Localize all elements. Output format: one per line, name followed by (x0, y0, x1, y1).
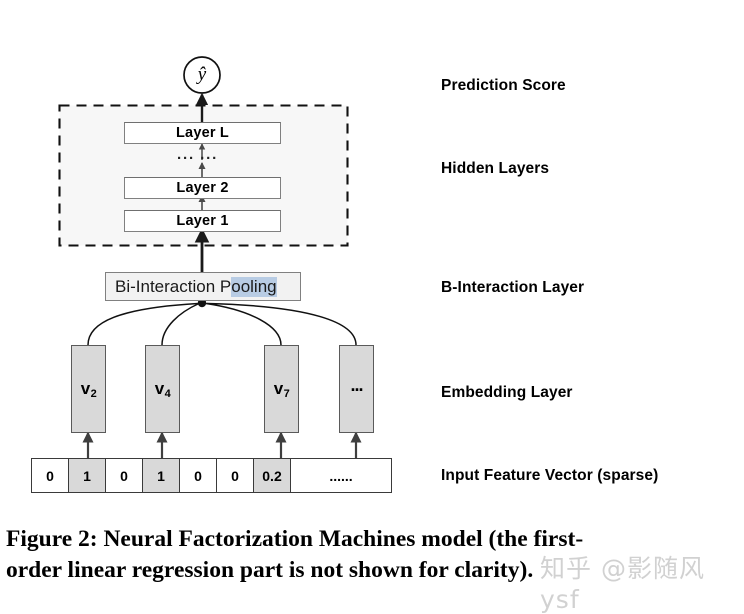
hidden-layer-2-box[interactable]: Layer 2 (124, 177, 281, 199)
embedding-box-v7[interactable]: v7 (264, 345, 299, 433)
curve-embedding-1-to-pooling (87, 302, 199, 346)
input-cell-3[interactable]: 0 (105, 458, 142, 493)
input-cell-2[interactable]: 1 (68, 458, 105, 493)
pooling-label-highlighted: ooling (231, 276, 277, 297)
label-embedding-layer: Embedding Layer (441, 384, 573, 401)
diagram-canvas (58, 56, 362, 458)
hidden-layers-ellipsis: ··· ··· (177, 150, 219, 167)
label-input-feature-vector: Input Feature Vector (sparse) (441, 467, 659, 484)
embedding-label-v4: v4 (154, 379, 171, 400)
input-cell-ellipsis[interactable]: ...... (290, 458, 392, 493)
input-cell-4[interactable]: 1 (142, 458, 179, 493)
embedding-label-v2: v2 (80, 379, 97, 400)
input-cell-5[interactable]: 0 (179, 458, 216, 493)
input-cell-1[interactable]: 0 (31, 458, 68, 493)
curve-embedding-3-to-pooling (205, 302, 282, 346)
label-hidden-layers: Hidden Layers (441, 160, 550, 177)
input-cell-6[interactable]: 0 (216, 458, 253, 493)
caption-line-2: order linear regression part is not show… (6, 557, 534, 584)
curve-embedding-4-to-pooling (206, 302, 357, 346)
embedding-label-ellipsis: ... (350, 375, 363, 396)
input-feature-vector-row: 0 1 0 1 0 0 0.2 ...... (31, 458, 392, 493)
embedding-label-v7: v7 (273, 379, 290, 400)
label-prediction-score: Prediction Score (441, 77, 566, 94)
embedding-box-ellipsis[interactable]: ... (339, 345, 374, 433)
hidden-layer-L-box[interactable]: Layer L (124, 122, 281, 144)
pooling-label-plain: Bi-Interaction P (115, 276, 232, 296)
figure-caption: Figure 2: Neural Factorization Machines … (6, 524, 738, 587)
caption-line-1: Figure 2: Neural Factorization Machines … (6, 526, 584, 552)
hidden-layer-1-box[interactable]: Layer 1 (124, 210, 281, 232)
embedding-box-v2[interactable]: v2 (71, 345, 106, 433)
label-b-interaction-layer: B-Interaction Layer (441, 279, 585, 296)
input-cell-7[interactable]: 0.2 (253, 458, 290, 493)
embedding-box-v4[interactable]: v4 (145, 345, 180, 433)
prediction-score-node-label: ŷ (197, 64, 207, 85)
curve-embedding-2-to-pooling (161, 302, 200, 346)
